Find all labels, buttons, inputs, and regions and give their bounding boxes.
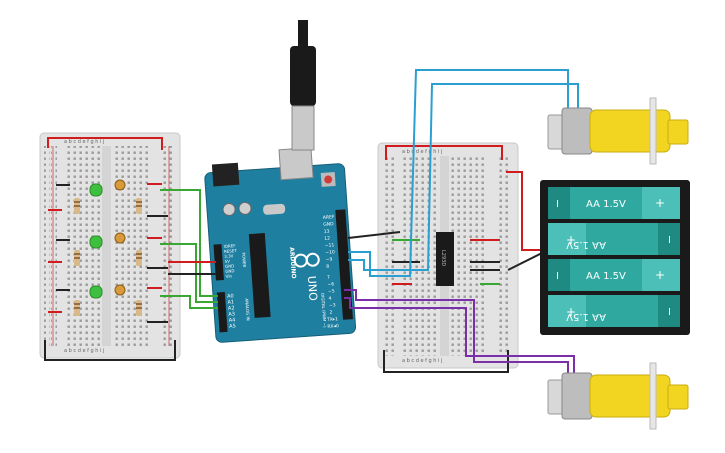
pin-label-gnd: GND [323, 221, 334, 228]
pin-label-rx: RX◂0 [327, 323, 339, 330]
pin-label-13: 13 [324, 228, 330, 234]
pin-label-4: 4 [328, 296, 331, 302]
power-pin-5v: 5V [224, 259, 230, 264]
cell-3-neg: I [556, 271, 559, 282]
left-breadboard: a b c d e f g h i j a b c d e f g h i j [39, 132, 181, 359]
cell-1-label: AA 1.5V [586, 199, 626, 210]
wire-black-battery [507, 251, 545, 271]
cell-2-label: AA 1.5V [566, 239, 606, 250]
wire-black-gnd-right [347, 231, 401, 239]
led-3 [89, 285, 103, 299]
analog-pin-a4: A4 [229, 317, 236, 323]
pin-label-5: ~5 [328, 288, 335, 294]
digital-pwm-label: DIGITAL (PWM ~) [320, 293, 327, 328]
analog-pin-a2: A2 [228, 305, 235, 311]
cell-3-pos: + [655, 268, 665, 282]
usb-cable [290, 20, 316, 151]
analog-section-label: ANALOG IN [244, 298, 251, 321]
cell-1-neg: I [556, 199, 559, 210]
arduino-model-text: UNO [305, 275, 320, 301]
pin-label-7: 7 [327, 275, 330, 281]
power-pin-reset: RESET [224, 248, 238, 254]
analog-pin-a3: A3 [228, 311, 235, 317]
power-section-label: POWER [241, 252, 247, 267]
wire-black-bottom-left [44, 340, 176, 361]
pin-label-11: ~11 [325, 242, 335, 249]
battery-cell-1: I AA 1.5V + [548, 187, 680, 219]
wire-green-a2 [160, 295, 218, 309]
l293d-chip: L293D [436, 232, 454, 286]
power-pin-3v3: 3.3V [224, 253, 234, 259]
cell-4-label: AA 1.5V [566, 311, 606, 322]
analog-header [216, 291, 228, 333]
battery-cell-3: I AA 1.5V + [548, 259, 680, 291]
left-breadboard-components [44, 137, 176, 361]
pin-label-tx: TX▸1 [326, 316, 338, 323]
cell-4-pos: + [566, 305, 576, 319]
power-jack [211, 162, 240, 187]
wire-blue-motor1-a [348, 69, 569, 277]
photoresistor-3 [114, 284, 126, 296]
l293d-label: L293D [440, 250, 446, 266]
wire-purple-motor2-b [344, 297, 575, 380]
pin-label-9: ~9 [326, 256, 333, 262]
wire-purple-motor2-a [344, 289, 569, 380]
photoresistor-1 [114, 179, 126, 191]
pin-label-8: 8 [326, 264, 329, 270]
left-breadboard-col-labels-bottom: a b c d e f g h i j [64, 348, 104, 354]
resistor-group [74, 198, 142, 316]
cell-2-pos: + [566, 233, 576, 247]
wire-green-a0 [160, 189, 218, 297]
arduino-uno-board: ARDUINO UNO AREF GND 13 12 ~11 ~10 ~9 8 … [204, 147, 357, 343]
power-pin-vin: Vin [226, 273, 233, 278]
power-pin-gnd1: GND [225, 263, 234, 269]
wire-red-battery [506, 171, 544, 251]
right-breadboard-col-labels-top: a b c d e f g h i j [402, 149, 442, 155]
pin-label-10: ~10 [325, 249, 335, 256]
battery-pack: I AA 1.5V + + AA 1.5V I I AA 1.5V + + AA… [540, 180, 690, 335]
arduino-logo [293, 252, 320, 268]
analog-pin-a5: A5 [229, 323, 236, 329]
wire-blue-motor1-b [348, 83, 579, 271]
battery-cell-2: + AA 1.5V I [548, 223, 680, 255]
power-header [213, 244, 224, 281]
right-breadboard-col-labels-bottom: a b c d e f g h i j [402, 358, 442, 364]
dc-motor-top [547, 97, 689, 165]
power-pin-gnd2: GND [225, 268, 234, 274]
pin-label-12: 12 [324, 235, 330, 241]
left-breadboard-col-labels-top: a b c d e f g h i j [64, 139, 104, 145]
dc-motor-bottom [547, 362, 689, 430]
pin-label-2: 2 [329, 309, 332, 315]
wires [160, 69, 579, 380]
analog-pin-a0: A0 [227, 293, 234, 299]
power-pin-ioref: IOREF [223, 243, 236, 249]
cell-3-label: AA 1.5V [586, 271, 626, 282]
arduino-brand-text: ARDUINO [288, 247, 297, 279]
analog-pin-a1: A1 [227, 299, 234, 305]
cell-1-pos: + [655, 196, 665, 210]
reset-button [324, 175, 333, 184]
led-1 [89, 183, 103, 197]
pin-label-6: ~6 [327, 281, 334, 287]
photoresistor-2 [114, 232, 126, 244]
cell-4-neg: I [668, 307, 671, 318]
wire-red-top-left [47, 137, 163, 150]
led-2 [89, 235, 103, 249]
digital-header [335, 209, 353, 320]
cell-2-neg: I [668, 235, 671, 246]
battery-cell-4: + AA 1.5V I [548, 295, 680, 327]
usb-connector [278, 147, 314, 181]
pin-label-3: ~3 [329, 302, 336, 308]
atmega-chip [248, 233, 271, 318]
pin-label-aref: AREF [323, 214, 335, 221]
